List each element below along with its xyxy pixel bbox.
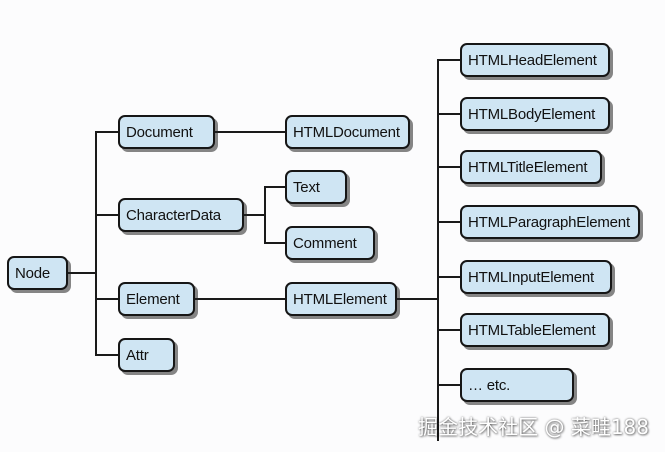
node-box-html-input-element: HTMLInputElement (460, 260, 612, 294)
watermark-text: 掘金技术社区 @ 菜畦188 (418, 415, 649, 439)
node-box-text: Text (285, 170, 347, 204)
connector-group (67, 59, 461, 441)
node-box-comment: Comment (285, 226, 375, 260)
node-box-html-head-element: HTMLHeadElement (460, 43, 610, 77)
node-box-element: Element (118, 282, 195, 316)
node-box-html-document: HTMLDocument (285, 115, 410, 149)
node-box-character-data: CharacterData (118, 198, 244, 232)
node-box-html-paragraph-element: HTMLParagraphElement (460, 205, 640, 239)
node-box-attr: Attr (118, 338, 175, 372)
node-box-html-element: HTMLElement (285, 282, 397, 316)
node-box-html-table-element: HTMLTableElement (460, 313, 610, 347)
node-box-node: Node (7, 256, 68, 290)
node-box-html-title-element: HTMLTitleElement (460, 150, 602, 184)
node-box-html-body-element: HTMLBodyElement (460, 97, 610, 131)
node-box-document: Document (118, 115, 215, 149)
node-box-etc: … etc. (460, 368, 574, 402)
